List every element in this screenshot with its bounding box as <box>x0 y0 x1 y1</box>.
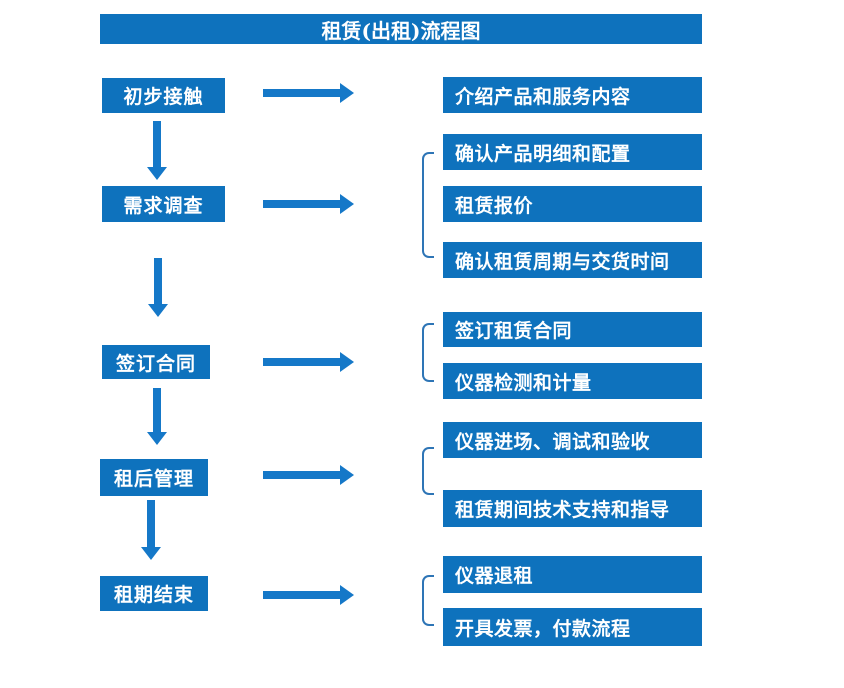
down-arrow-icon-3 <box>153 388 161 432</box>
stage-box-lease-end: 租期结束 <box>100 576 208 611</box>
right-arrow-icon-2 <box>263 200 340 208</box>
group-bracket-sign-contract <box>422 323 434 382</box>
detail-box-instrument-inspection: 仪器检测和计量 <box>443 363 702 399</box>
detail-box-confirm-rental-period: 确认租赁周期与交货时间 <box>443 242 702 278</box>
down-arrow-icon-4 <box>147 500 155 547</box>
detail-box-sign-rental-contract: 签订租赁合同 <box>443 312 702 347</box>
detail-box-technical-support: 租赁期间技术支持和指导 <box>443 490 702 527</box>
right-arrow-icon-4 <box>263 471 340 479</box>
detail-box-instrument-return: 仪器退租 <box>443 556 702 593</box>
down-arrow-icon-1 <box>153 121 161 167</box>
right-arrow-icon-5 <box>263 591 340 599</box>
group-bracket-needs-survey <box>422 152 434 258</box>
group-bracket-lease-end <box>422 575 434 626</box>
down-arrow-icon-2 <box>154 258 162 304</box>
detail-box-instrument-arrival: 仪器进场、调试和验收 <box>443 422 702 458</box>
right-arrow-icon-3 <box>263 358 340 366</box>
stage-box-needs-survey: 需求调查 <box>102 186 225 222</box>
detail-box-introduce-products: 介绍产品和服务内容 <box>443 77 702 113</box>
stage-box-initial-contact: 初步接触 <box>102 78 225 113</box>
stage-box-sign-contract: 签订合同 <box>102 345 210 379</box>
detail-box-invoice-payment: 开具发票，付款流程 <box>443 608 702 646</box>
title-banner: 租赁(出租)流程图 <box>100 14 702 44</box>
page-title: 租赁(出租)流程图 <box>321 18 481 43</box>
detail-box-rental-quote: 租赁报价 <box>443 186 702 222</box>
stage-box-post-rental-management: 租后管理 <box>100 459 208 496</box>
group-bracket-post-rental <box>422 447 434 495</box>
right-arrow-icon-1 <box>263 89 340 97</box>
detail-box-confirm-product-details: 确认产品明细和配置 <box>443 134 702 170</box>
